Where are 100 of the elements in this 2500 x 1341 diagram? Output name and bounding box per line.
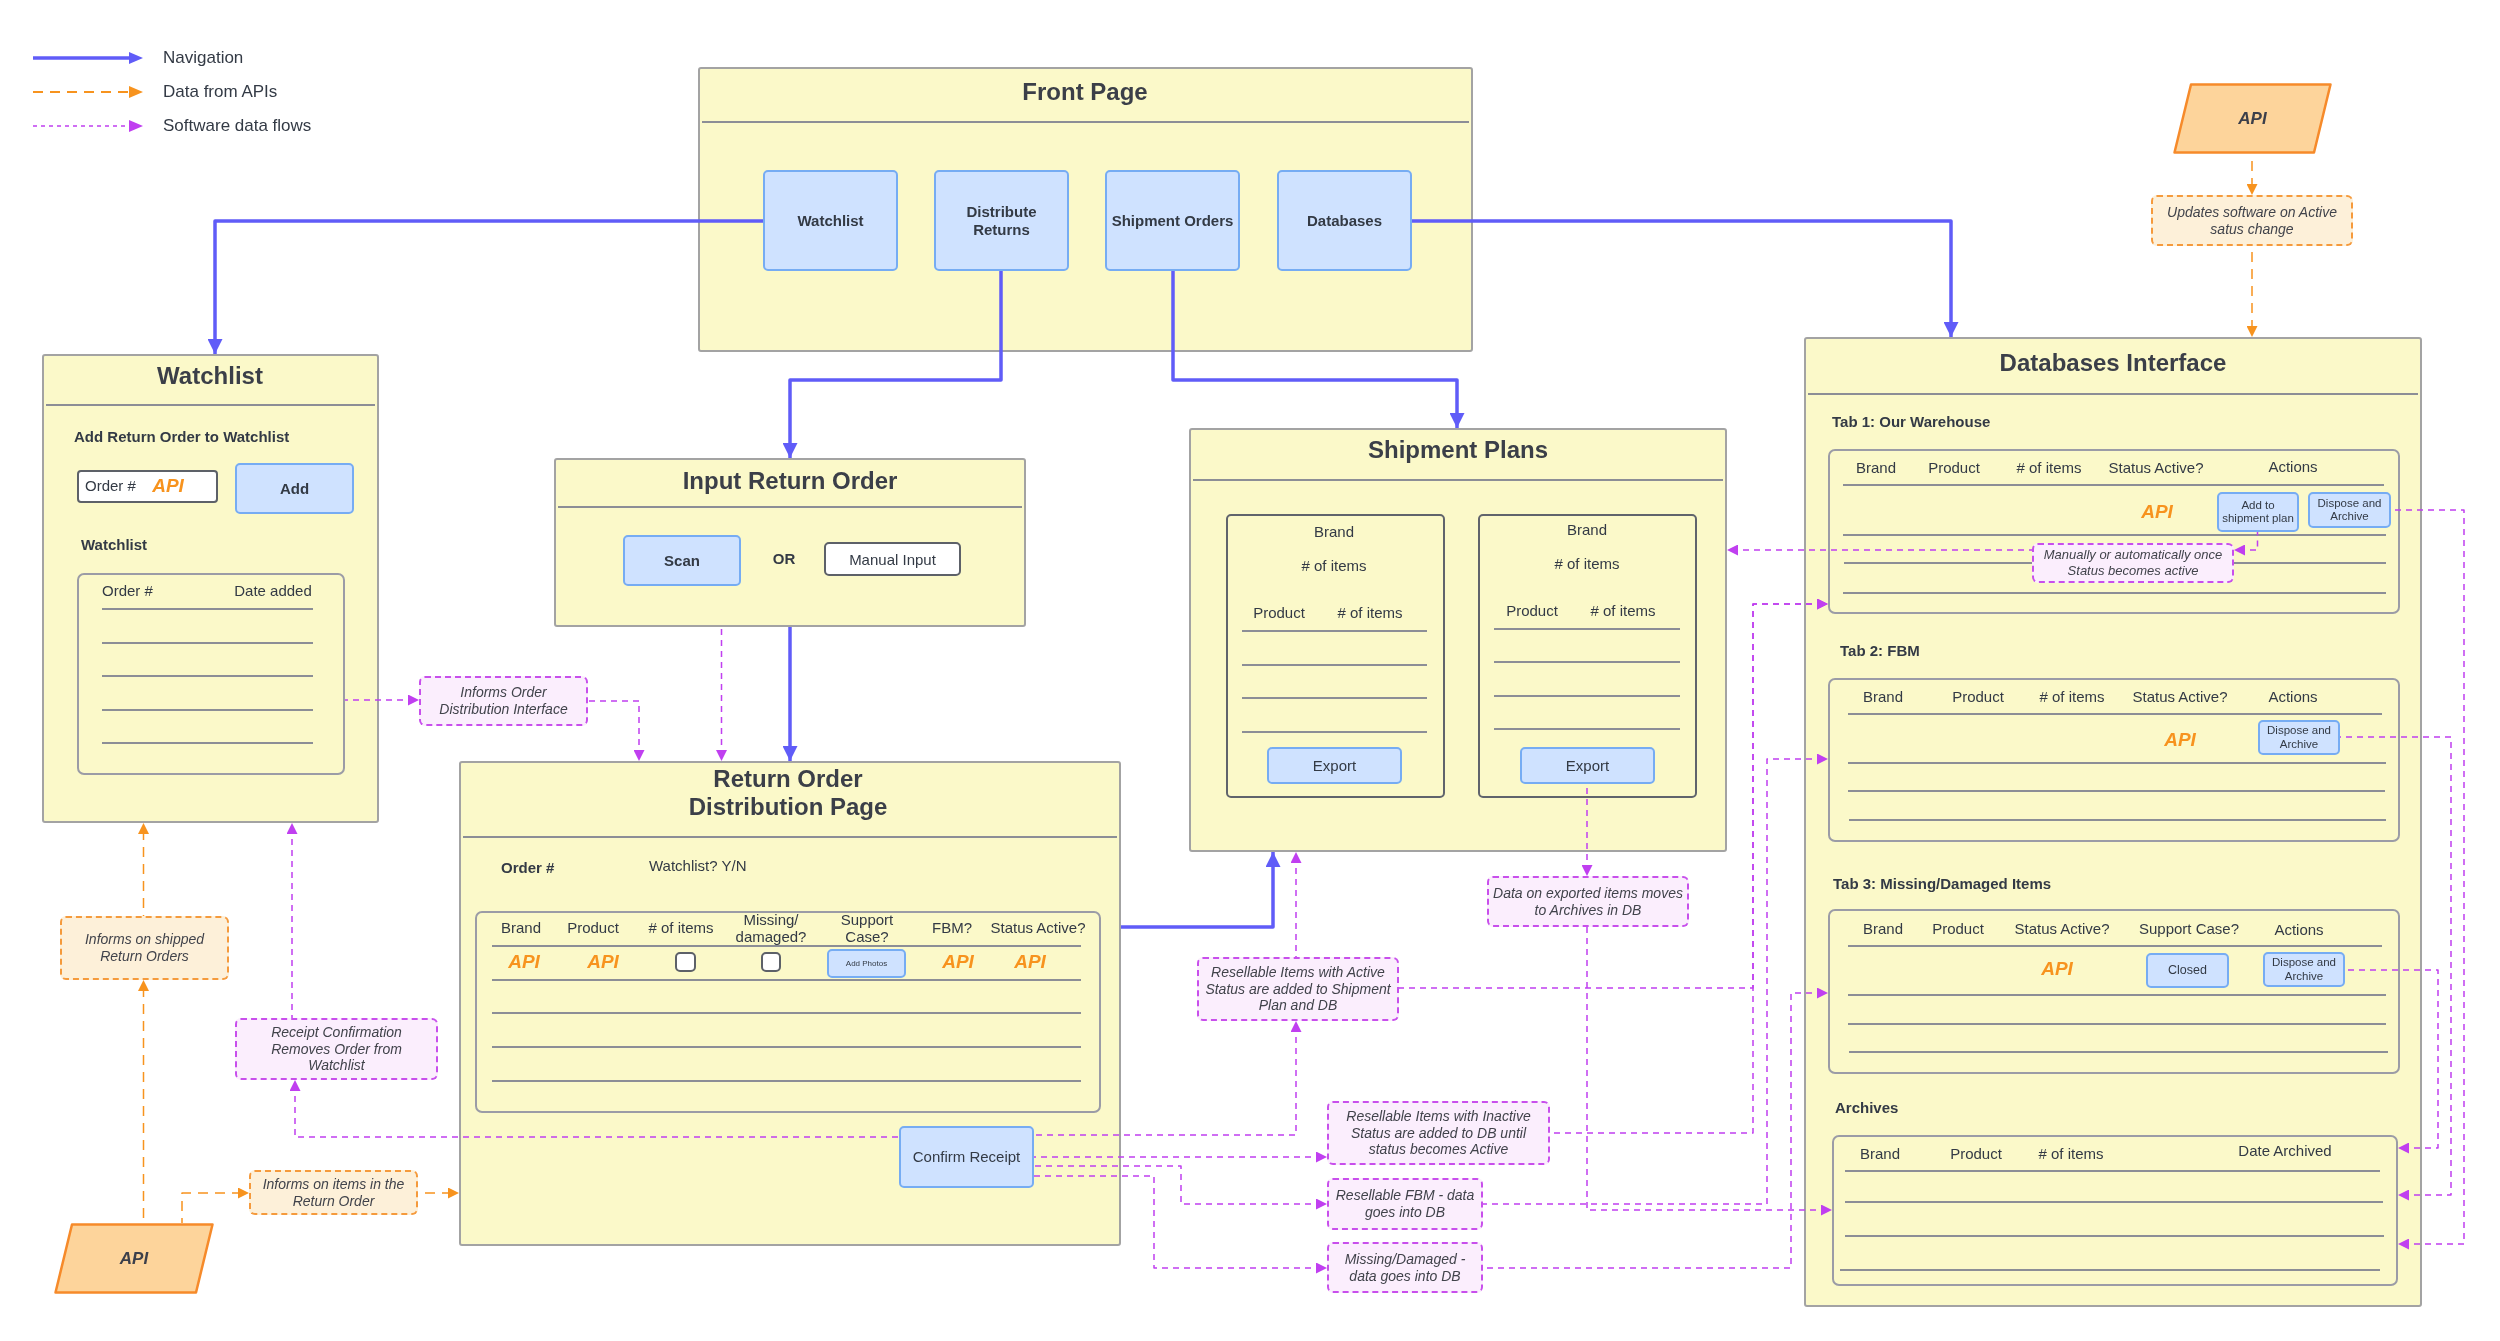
legend-label: Software data flows (163, 116, 312, 136)
cell-value: API (1014, 951, 1046, 973)
arrow (1586, 926, 1833, 1216)
action-button: Add (235, 463, 354, 514)
legend-label: Navigation (163, 48, 244, 68)
column-header: Actions (2268, 458, 2318, 476)
legend-label: Data from APIs (163, 82, 278, 102)
cell-value: API (2041, 958, 2073, 980)
flow-note: Data on exported items moves to Archives in DB (1487, 876, 1689, 927)
column-header: Brand (1567, 521, 1607, 539)
column-header: FBM? (932, 919, 972, 937)
flow-note: Updates software on Active satus change (2151, 195, 2353, 246)
flow-note: Resellable Items with Active Status are added to Shipment Plan and DB (1197, 957, 1399, 1021)
arrow (1033, 1151, 1328, 1163)
column-header: Product (567, 919, 619, 937)
action-button: Export (1267, 747, 1402, 784)
column-header: # of items (2016, 459, 2082, 477)
status-button: Closed (2146, 953, 2229, 988)
checkbox (761, 952, 781, 972)
screen-panel (459, 761, 1121, 1246)
cell-value: API (2164, 729, 2196, 751)
plan-card (1226, 514, 1445, 798)
arrow (1033, 1175, 1328, 1274)
field-label: Order # (501, 859, 555, 877)
column-header: Status Active? (990, 919, 1086, 937)
column-header: Product (1253, 604, 1305, 622)
flow-note: Informs on items in the Return Order (249, 1170, 418, 1215)
screen-panel (698, 67, 1473, 352)
column-header: Date added (234, 582, 312, 600)
section-heading: Watchlist (81, 536, 148, 554)
flow-note: Informs on shipped Return Orders (60, 916, 229, 980)
flow-note: Missing/Damaged - data goes into DB (1327, 1242, 1483, 1293)
column-header: Product (1932, 920, 1984, 938)
nav-button: Watchlist (763, 170, 898, 271)
column-header: # of items (2039, 688, 2105, 706)
column-header: Status Active? (2108, 459, 2204, 477)
action-button: Manual Input (824, 542, 961, 576)
flow-note: Resellable FBM - data goes into DB (1327, 1178, 1483, 1230)
column-header: Status Active? (2014, 920, 2110, 938)
column-header: # of items (2038, 1145, 2104, 1163)
column-header: Support Case? (839, 910, 895, 946)
cell-value: API (942, 951, 974, 973)
column-header: # of items (1337, 604, 1403, 622)
column-header: Order # (102, 582, 153, 600)
input-field: Order # API (77, 470, 218, 503)
panel-title: Shipment Plans (1368, 436, 1548, 464)
flow-note: Manually or automatically once Status becomes active (2032, 543, 2234, 583)
column-header: Actions (2268, 688, 2318, 706)
cell-value: API (508, 951, 540, 973)
data-table (1832, 1135, 2398, 1286)
arrow (344, 694, 420, 706)
data-table (1828, 449, 2400, 614)
arrow (782, 627, 798, 761)
column-header: Status Active? (2132, 688, 2228, 706)
arrow (286, 822, 298, 1019)
arrow (587, 700, 645, 762)
column-header: Brand (1314, 523, 1354, 541)
data-table (77, 573, 345, 775)
panel-title: Input Return Order (682, 467, 898, 495)
flow-note: Receipt Confirmation Removes Order from Watchlist (235, 1018, 438, 1080)
nav-button: Distribute Returns (934, 170, 1069, 271)
column-header: # of items (648, 919, 714, 937)
section-heading: Add Return Order to Watchlist (74, 428, 290, 446)
column-header: Actions (2274, 921, 2324, 939)
panel-title: Front Page (1022, 78, 1148, 106)
arrow (716, 626, 727, 762)
flow-note: Resellable Items with Inactive Status are added to DB until status becomes Active (1327, 1101, 1550, 1165)
section-heading: Tab 1: Our Warehouse (1832, 413, 1991, 431)
column-header: Brand (1863, 920, 1903, 938)
column-header: Product (1950, 1145, 2002, 1163)
action-button: Dispose and Archive (2258, 720, 2340, 755)
panel-title: Return Order Distribution Page (687, 765, 889, 821)
column-header: # of items (1590, 602, 1656, 620)
checkbox (675, 952, 696, 972)
column-header: Brand (1863, 688, 1903, 706)
field-label: Watchlist? Y/N (649, 857, 747, 875)
column-header: Product (1506, 602, 1558, 620)
divider-text: OR (772, 550, 796, 568)
column-header: Brand (1860, 1145, 1900, 1163)
section-heading: Archives (1835, 1099, 1899, 1117)
action-button: Scan (623, 535, 741, 586)
nav-button: Databases (1277, 170, 1412, 271)
column-header: Product (1952, 688, 2004, 706)
action-button: Confirm Receipt (899, 1126, 1034, 1188)
data-table (1828, 678, 2400, 842)
section-heading: Tab 3: Missing/Damaged Items (1833, 875, 2052, 893)
action-button: Dispose and Archive (2308, 492, 2391, 528)
column-header: Brand (501, 919, 541, 937)
arrow (2339, 736, 2452, 1201)
column-header: Missing/ damaged? (734, 910, 808, 946)
data-source-parallelogram: API (54, 1223, 214, 1294)
column-header: Product (1928, 459, 1980, 477)
plan-card (1478, 514, 1697, 798)
screen-panel (554, 458, 1026, 627)
arrow (1290, 851, 1302, 958)
cell-value: API (2141, 501, 2173, 523)
panel-title: Watchlist (157, 362, 263, 390)
flow-note: Informs Order Distribution Interface (419, 676, 588, 726)
arrow (1482, 753, 1829, 1205)
arrow (138, 822, 149, 917)
